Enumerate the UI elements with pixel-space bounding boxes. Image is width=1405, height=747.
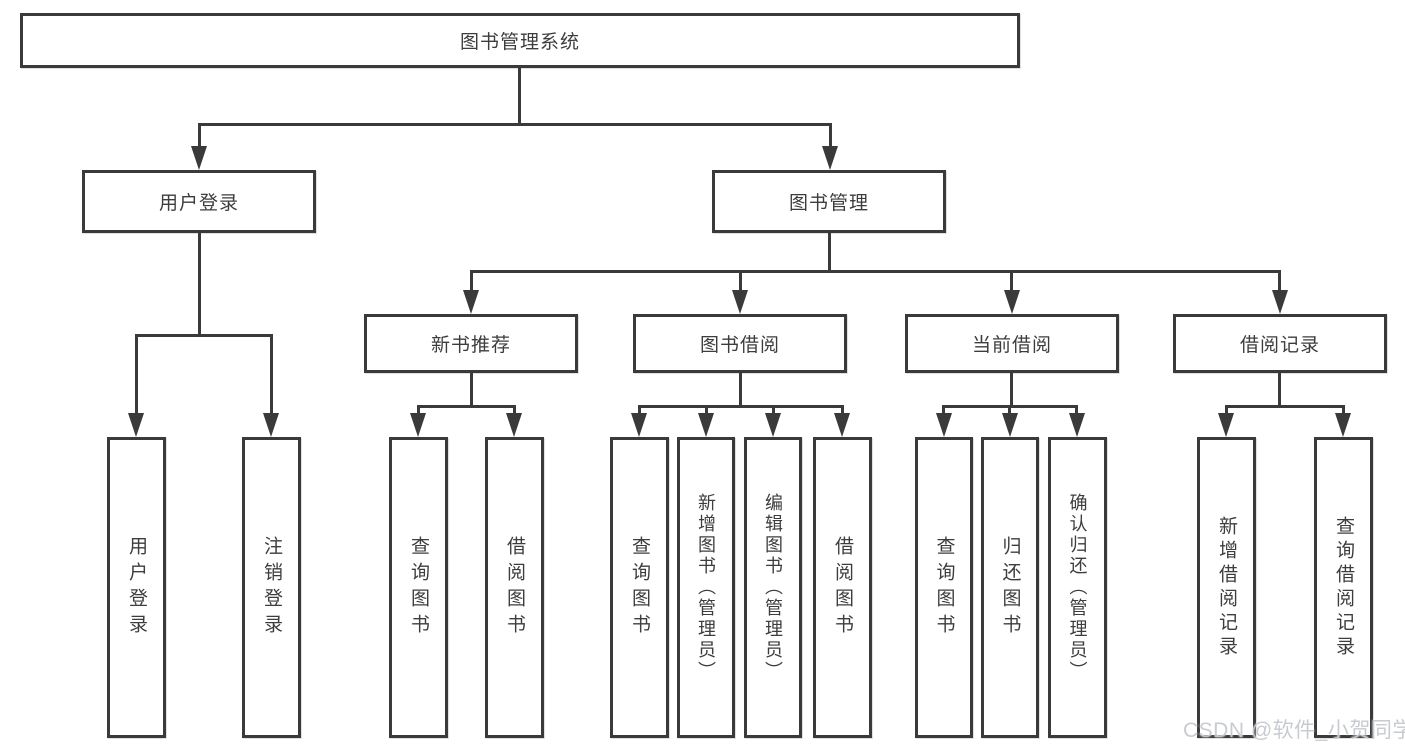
watermark: CSDN @软件_小贺同学 [1183,719,1405,742]
leaf-label: 注销登录 [261,535,282,640]
arrow-down-icon [410,413,426,437]
connector-line [1075,405,1078,417]
connector-line [942,405,945,417]
node-current-borrowing: 当前借阅 [905,314,1119,373]
connector-line [198,233,201,337]
connector-line [518,68,521,126]
connector-line [198,123,201,148]
leaf-label: 新增借阅记录 [1216,515,1237,660]
arrow-down-icon [1002,413,1018,437]
connector-line [270,334,273,416]
arrow-down-icon [1272,290,1288,314]
leaf-user-login: 用户登录 [107,437,166,738]
arrow-down-icon [765,413,781,437]
arrow-down-icon [1335,413,1351,437]
connector-line [739,270,742,294]
leaf-label: 借阅图书 [504,535,525,640]
arrow-down-icon [631,413,647,437]
connector-line [1225,405,1228,417]
connector-line [1008,405,1011,417]
connector-line [828,233,831,273]
leaf-query-borrow-record: 查询借阅记录 [1314,437,1373,738]
arrow-down-icon [463,290,479,314]
arrow-down-icon [822,146,838,170]
connector-line [1278,270,1281,294]
node-new-book-recommend: 新书推荐 [364,314,578,373]
arrow-down-icon [1004,290,1020,314]
connector-line [417,405,420,417]
arrow-down-icon [1218,413,1234,437]
connector-line [470,373,473,408]
leaf-query-books-current: 查询图书 [915,437,973,738]
arrow-down-icon [1069,413,1085,437]
connector-line [841,405,844,417]
leaf-logout: 注销登录 [242,437,301,738]
connector-line [199,123,831,126]
node-label: 当前借阅 [971,335,1052,356]
leaf-label: 借阅图书 [832,535,853,640]
connector-line [513,405,516,417]
node-label: 用户登录 [158,193,239,214]
leaf-label: 编辑图书（管理员） [763,493,783,682]
node-book-management: 图书管理 [712,170,946,233]
arrow-down-icon [506,413,522,437]
leaf-label: 新增图书（管理员） [696,493,716,682]
arrow-down-icon [936,413,952,437]
leaf-edit-book-admin: 编辑图书（管理员） [744,437,802,738]
connector-line [1278,373,1281,408]
connector-line [1010,270,1013,294]
node-user-login: 用户登录 [82,170,316,233]
connector-line [829,123,832,148]
node-label: 新书推荐 [430,335,511,356]
arrow-down-icon [698,413,714,437]
arrow-down-icon [732,290,748,314]
node-book-borrowing: 图书借阅 [633,314,847,373]
connector-line [638,405,641,417]
arrow-down-icon [834,413,850,437]
node-library-system: 图书管理系统 [20,13,1020,68]
leaf-label: 查询图书 [408,535,429,640]
connector-line [470,270,473,294]
leaf-query-books-recommend: 查询图书 [389,437,448,738]
leaf-add-book-admin: 新增图书（管理员） [677,437,735,738]
connector-line [638,405,844,408]
leaf-return-book: 归还图书 [981,437,1039,738]
leaf-label: 确认归还（管理员） [1067,493,1088,682]
arrow-down-icon [128,413,144,437]
leaf-borrow-book: 借阅图书 [813,437,872,738]
node-label: 图书管理系统 [459,32,580,53]
connector-line [1225,405,1345,408]
connector-line [1010,373,1013,408]
leaf-label: 用户登录 [126,535,147,640]
connector-line [705,405,708,417]
node-borrow-records: 借阅记录 [1173,314,1387,373]
leaf-label: 查询借阅记录 [1333,515,1354,660]
leaf-label: 查询图书 [629,535,650,640]
leaf-confirm-return-admin: 确认归还（管理员） [1048,437,1107,738]
leaf-borrow-book-recommend: 借阅图书 [485,437,544,738]
leaf-query-books-borrow: 查询图书 [610,437,669,738]
node-label: 图书借阅 [699,335,780,356]
connector-line [417,405,516,408]
connector-line [135,334,273,337]
leaf-add-borrow-record: 新增借阅记录 [1197,437,1256,738]
leaf-label: 归还图书 [999,535,1021,640]
node-label: 借阅记录 [1239,335,1320,356]
connector-line [1342,405,1345,417]
leaf-label: 查询图书 [933,535,955,640]
connector-line [135,334,138,416]
connector-line [739,373,742,408]
connector-line [772,405,775,417]
node-label: 图书管理 [788,193,869,214]
arrow-down-icon [191,146,207,170]
arrow-down-icon [263,413,279,437]
connector-line [470,270,1281,273]
